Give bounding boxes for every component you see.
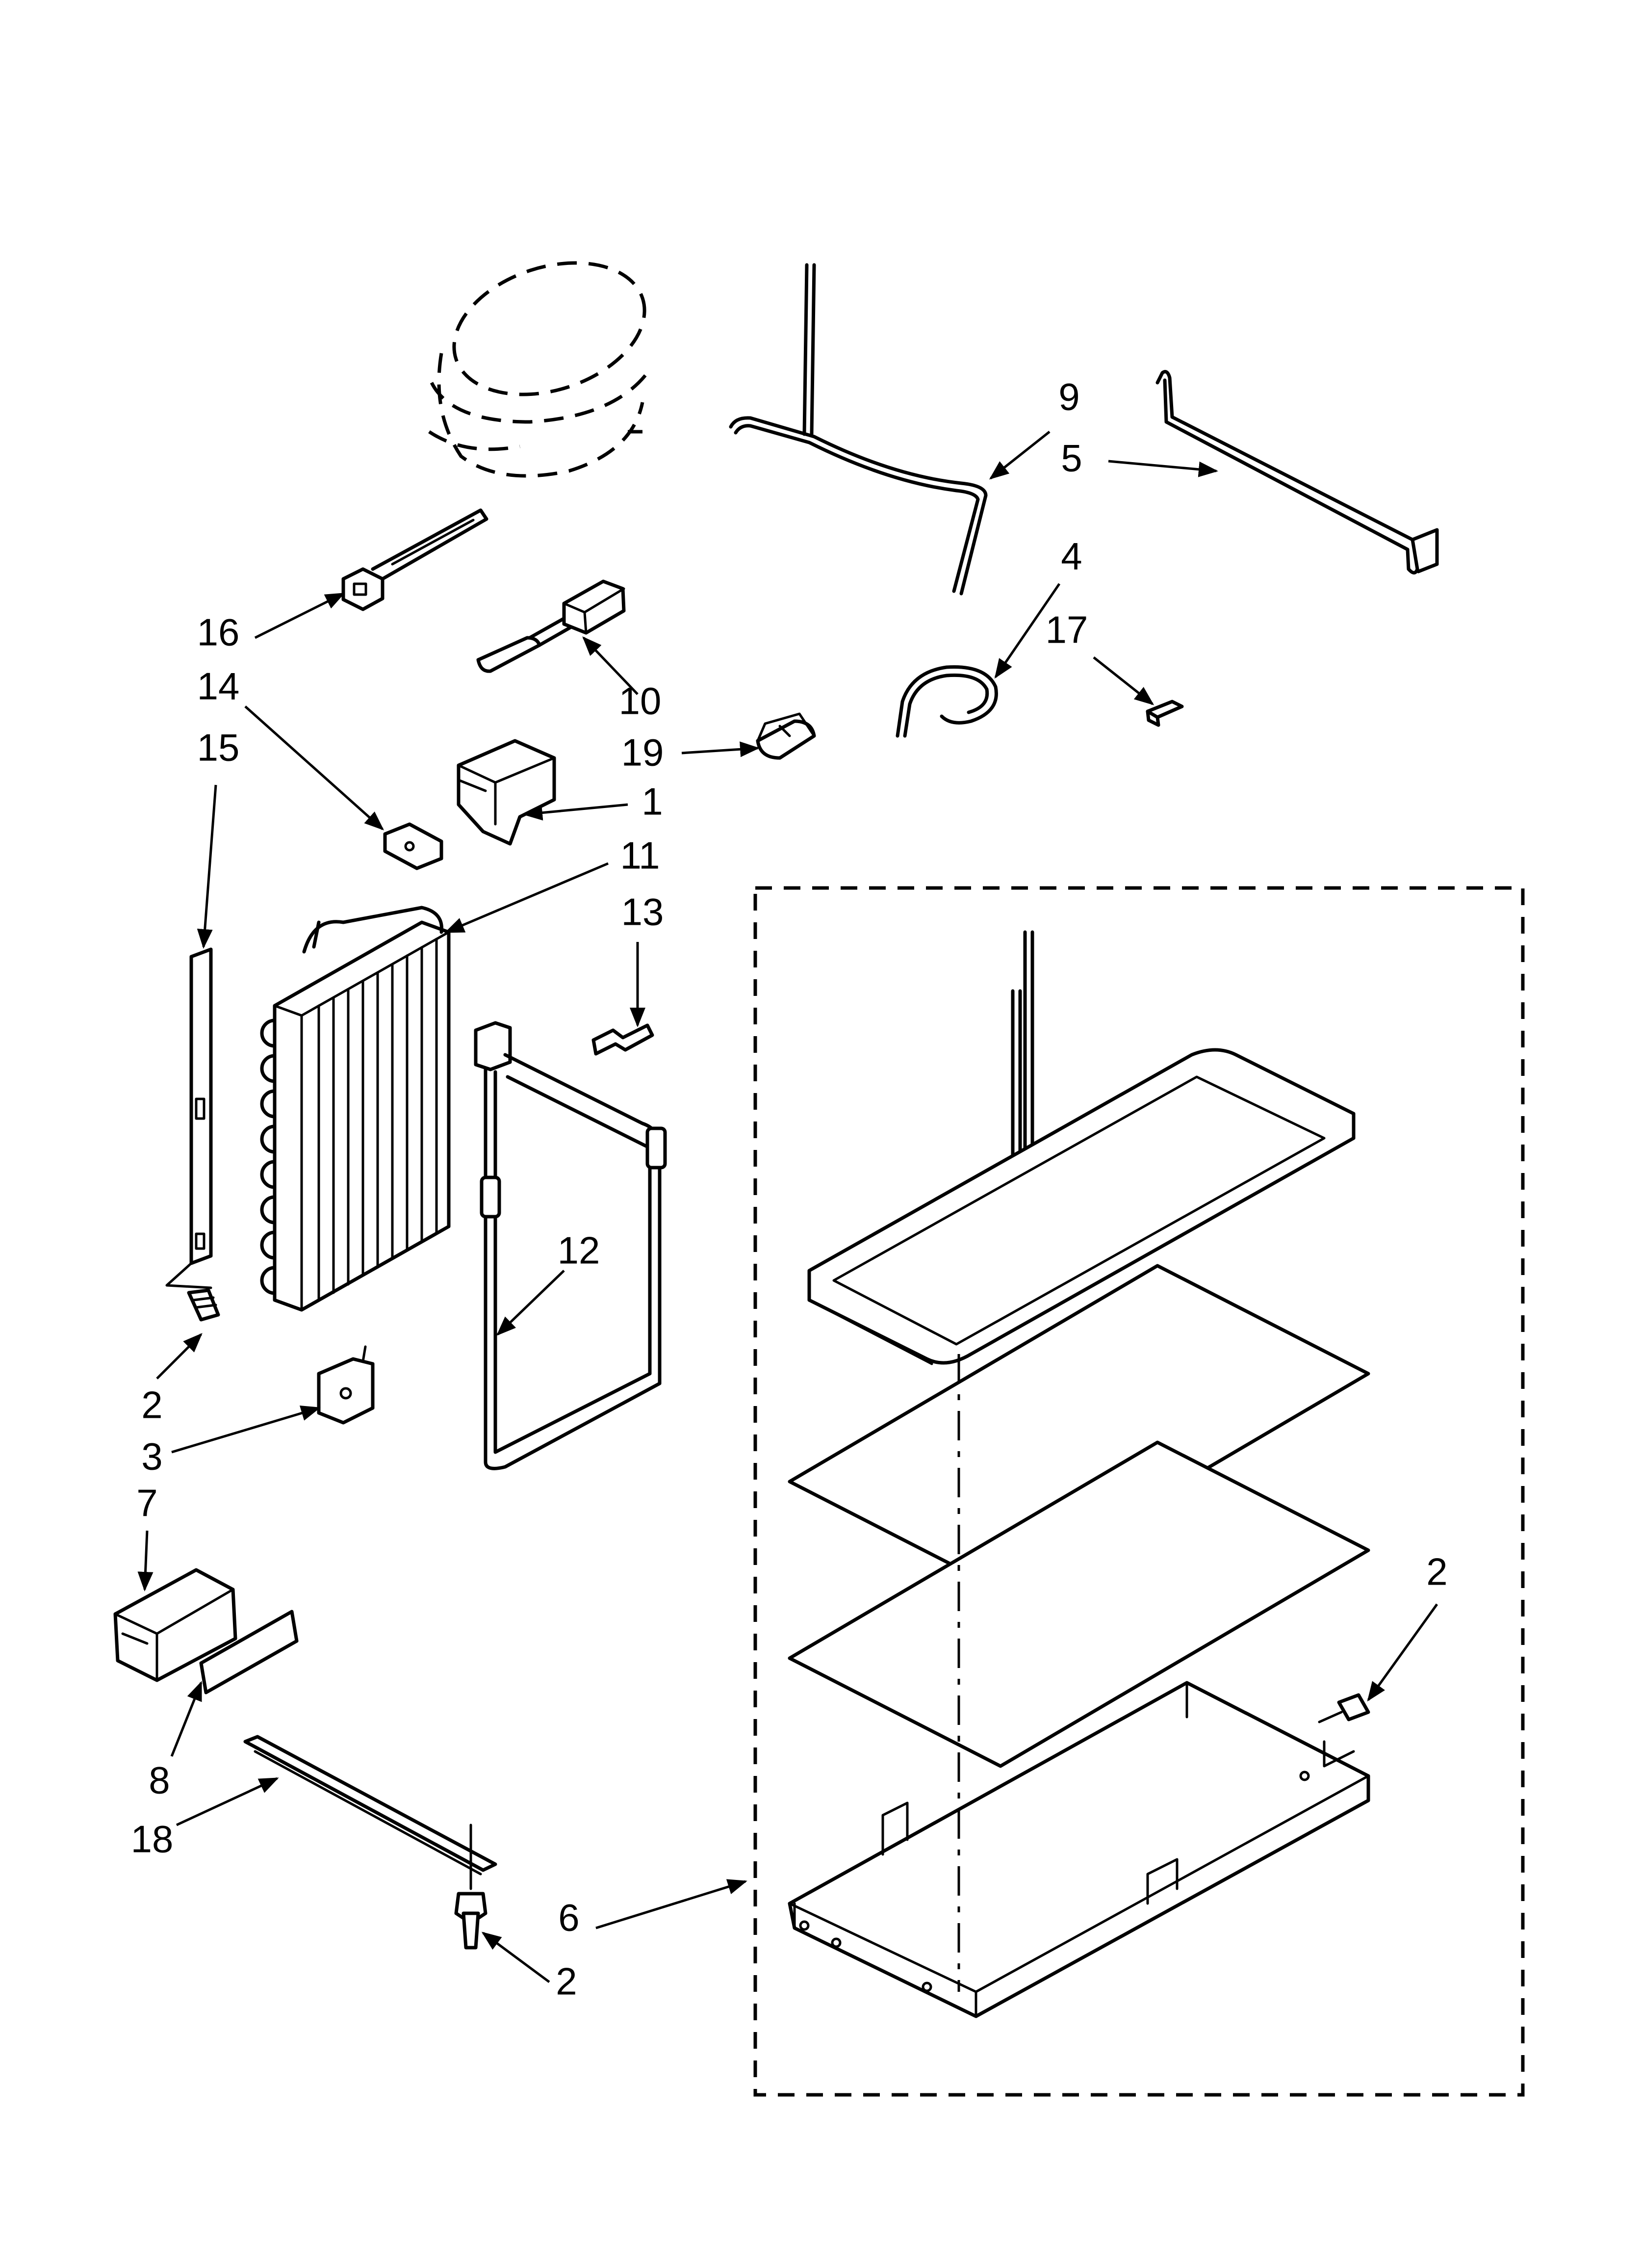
part-13-clip <box>591 1023 654 1056</box>
callout-14: 14 <box>197 665 240 708</box>
callout-11: 11 <box>620 834 660 877</box>
callout-2-bottom: 2 <box>556 1960 577 2003</box>
callout-10: 10 <box>619 679 662 723</box>
callout-2-left: 2 <box>141 1383 162 1427</box>
part-6-kit-boundary <box>753 886 1525 2097</box>
callout-4: 4 <box>1061 535 1082 578</box>
evaporator-fins <box>317 938 438 1302</box>
part-3-bracket <box>317 1345 375 1425</box>
callout-17: 17 <box>1046 608 1088 652</box>
callout-16: 16 <box>197 611 240 654</box>
part-7-bracket <box>113 1568 237 1682</box>
part-11-evaporator <box>260 906 451 1312</box>
part-2-screw-a <box>187 1288 220 1322</box>
callout-7: 7 <box>136 1482 157 1525</box>
part-2-screw-b <box>454 1824 487 1950</box>
part-4-tube <box>896 665 998 738</box>
part-12-heater <box>474 1021 667 1470</box>
callout-18: 18 <box>131 1818 174 1861</box>
leader-lines <box>137 431 1438 1983</box>
part-17-clip <box>1146 700 1184 727</box>
part-10-sensor <box>476 579 626 673</box>
part-5-tube <box>1155 370 1439 574</box>
part-6-drain-pan-assembly <box>788 930 1370 2018</box>
callout-labels: 9 5 4 17 16 14 15 10 19 1 11 13 12 2 3 7… <box>131 375 1448 2003</box>
callout-8: 8 <box>149 1759 170 1802</box>
evaporator-return-bends <box>260 1018 277 1295</box>
callout-6: 6 <box>558 1896 579 1939</box>
callout-9: 9 <box>1058 375 1079 418</box>
part-1-bracket <box>457 739 556 846</box>
callout-3: 3 <box>141 1435 162 1478</box>
callout-19: 19 <box>621 731 664 774</box>
part-14-plate <box>383 822 443 870</box>
part-16-cable-tie <box>341 508 488 611</box>
part-8-plate <box>199 1610 299 1694</box>
callout-12: 12 <box>558 1229 600 1272</box>
compressor-phantom <box>428 261 649 478</box>
part-19-clip <box>756 712 816 760</box>
part-15-bracket <box>165 947 213 1289</box>
callout-2-right: 2 <box>1426 1550 1447 1593</box>
callout-13: 13 <box>621 890 664 934</box>
part-18-strip <box>243 1735 497 1876</box>
callout-5: 5 <box>1061 437 1082 480</box>
callout-15: 15 <box>197 726 240 769</box>
part-9-tube <box>729 263 988 596</box>
callout-1: 1 <box>641 780 663 823</box>
